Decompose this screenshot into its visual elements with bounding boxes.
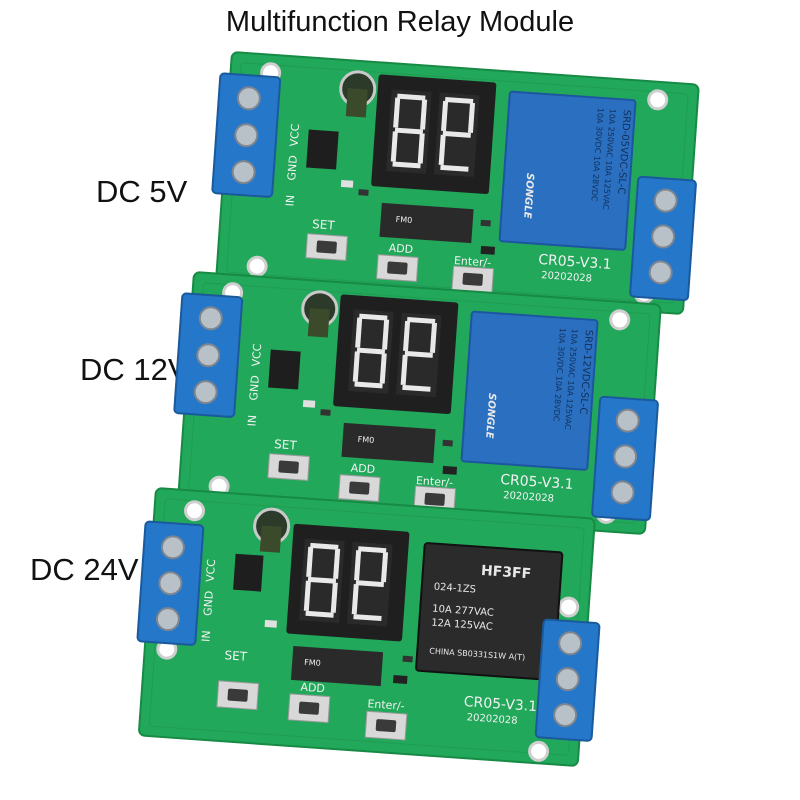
add-button[interactable]	[338, 474, 381, 502]
voltage-label-24v: DC 24V	[30, 552, 139, 587]
set-label: SET	[224, 648, 248, 664]
pin-label-gnd: GND	[247, 375, 262, 401]
pin-label-vcc: VCC	[288, 123, 303, 147]
pin-label-in: IN	[245, 415, 259, 427]
svg-text:024-1ZS: 024-1ZS	[433, 582, 476, 596]
capacitor	[301, 290, 339, 338]
date-label: 20202028	[503, 490, 555, 505]
date-label: 20202028	[541, 270, 593, 285]
svg-text:FM0: FM0	[395, 215, 412, 225]
pin-label-gnd: GND	[285, 155, 300, 181]
pin-label-gnd: GND	[201, 590, 216, 616]
seven-segment-display	[286, 523, 410, 642]
mounting-holes	[156, 500, 580, 762]
output-terminal-block	[591, 395, 659, 522]
set-label: SET	[312, 217, 336, 233]
relay: HF3FF 024-1ZS 10A 277VAC 12A 125VAC CHIN…	[415, 542, 564, 681]
ic-chip: FM0	[341, 422, 436, 464]
relay: SRD-12VDC-SL-C 10A 250VAC 10A 125VAC 10A…	[460, 310, 599, 471]
date-label: 20202028	[466, 712, 518, 727]
add-label: ADD	[300, 681, 325, 696]
input-terminal-block	[211, 72, 282, 198]
set-button[interactable]	[267, 453, 310, 481]
capacitor	[339, 70, 377, 118]
voltage-regulator	[268, 349, 301, 390]
voltage-label-5v: DC 5V	[96, 174, 188, 209]
svg-text:12A 125VAC: 12A 125VAC	[431, 618, 493, 633]
output-terminal-block	[534, 618, 601, 742]
pin-label-in: IN	[199, 630, 213, 642]
page-title: Multifunction Relay Module	[225, 6, 575, 38]
add-button[interactable]	[287, 693, 331, 724]
voltage-regulator	[233, 553, 264, 592]
model-label: CR05-V3.1	[500, 472, 574, 493]
capacitor	[253, 507, 291, 553]
enter-label: Enter/-	[367, 697, 405, 713]
pin-label-vcc: VCC	[250, 343, 265, 367]
pin-label-vcc: VCC	[204, 558, 219, 582]
output-terminal-block	[629, 175, 697, 302]
seven-segment-display	[333, 294, 459, 415]
add-button[interactable]	[376, 254, 419, 282]
input-terminal-block	[136, 520, 205, 646]
svg-text:SONGLE: SONGLE	[521, 173, 535, 219]
set-button[interactable]	[216, 680, 260, 711]
input-terminal-block	[173, 292, 244, 418]
voltage-label-12v: DC 12V	[80, 352, 189, 387]
enter-button[interactable]	[364, 710, 408, 741]
ic-chip: FM0	[379, 202, 474, 244]
seven-segment-display	[371, 74, 497, 195]
enter-label: Enter/-	[454, 254, 492, 270]
svg-text:SONGLE: SONGLE	[483, 393, 497, 439]
add-label: ADD	[350, 461, 375, 476]
model-label: CR05-V3.1	[538, 252, 612, 273]
set-label: SET	[274, 437, 298, 453]
svg-text:10A 277VAC: 10A 277VAC	[432, 604, 494, 619]
svg-text:FM0: FM0	[304, 658, 321, 668]
voltage-regulator	[306, 129, 339, 170]
enter-label: Enter/-	[416, 474, 454, 490]
relay: SRD-05VDC-SL-C 10A 250VAC 10A 125VAC 10A…	[498, 90, 637, 251]
model-label: CR05-V3.1	[463, 694, 537, 715]
set-button[interactable]	[305, 233, 348, 261]
ic-chip: FM0	[290, 645, 384, 687]
svg-text:HF3FF: HF3FF	[480, 563, 531, 582]
add-label: ADD	[388, 241, 413, 256]
pin-label-in: IN	[283, 195, 297, 207]
svg-text:FM0: FM0	[357, 435, 374, 445]
